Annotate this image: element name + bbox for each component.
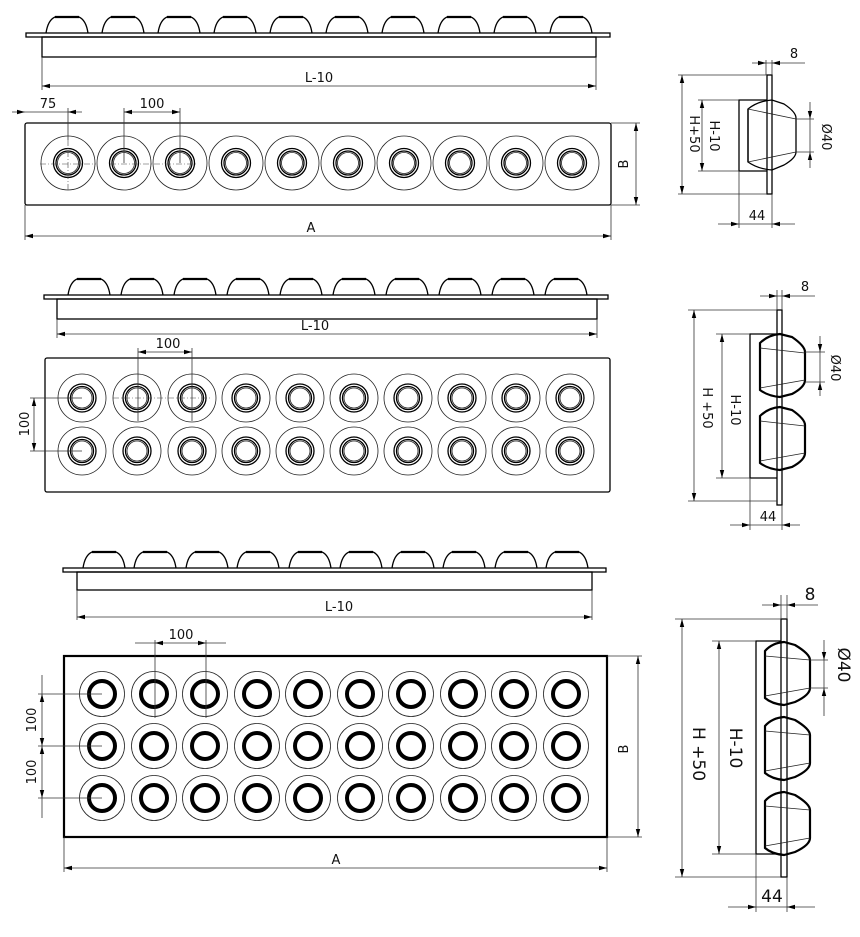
view3-plan: 100 100 100 A B [25,628,642,872]
view3-top-profile: L-10 [62,550,607,620]
view2-length-label: L-10 [301,319,329,334]
view1-depth-label: 44 [749,209,766,224]
view3-side-section: 8 Ø40 H-10 H +50 44 [675,585,853,912]
view-1-row: L-10 75 [12,15,833,240]
view1-outer-height-label: H+50 [686,115,701,152]
view3-pitch-y2-label: 100 [25,760,40,785]
view1-diameter-label: Ø40 [818,124,833,151]
view2-flange-label: 8 [801,280,809,295]
view2-plan: 100 100 [18,337,611,493]
view3-pitch-y1-label: 100 [25,708,40,733]
view1-plan: 75 100 A B [12,97,640,240]
view1-top-profile: L-10 [25,15,611,90]
view2-outer-height-label: H +50 [699,387,714,428]
view2-side-section: 8 Ø40 H-10 H +50 44 [688,280,842,530]
view3-outer-height-label: H +50 [688,727,708,781]
view1-edge-offset-label: 75 [40,97,57,112]
view1-height-label: B [617,160,632,169]
view3-height-label: B [617,745,632,754]
view1-flange-label: 8 [790,47,798,62]
view2-inner-height-label: H-10 [727,394,742,425]
view3-inner-height-label: H-10 [725,728,745,769]
view-3-rows: L-10 [25,550,853,912]
view1-side-section: 8 Ø40 H-10 H+50 44 [678,47,833,228]
view-2-rows: L-10 [18,277,842,530]
view3-diameter-label: Ø40 [833,647,853,682]
view1-pitch-label: 100 [140,97,165,112]
view2-pitch-x-label: 100 [156,337,181,352]
view3-length-label: L-10 [325,600,353,615]
view1-length-label: L-10 [305,71,333,86]
view2-depth-label: 44 [760,510,777,525]
view2-pitch-y-label: 100 [18,412,33,437]
view3-flange-label: 8 [805,585,816,605]
view2-top-profile: L-10 [43,277,609,338]
view2-diameter-label: Ø40 [827,355,842,382]
view3-pitch-x-label: 100 [169,628,194,643]
view3-depth-label: 44 [761,887,783,907]
view1-width-label: A [307,221,316,236]
view1-inner-height-label: H-10 [706,120,721,151]
view3-width-label: A [332,853,341,868]
